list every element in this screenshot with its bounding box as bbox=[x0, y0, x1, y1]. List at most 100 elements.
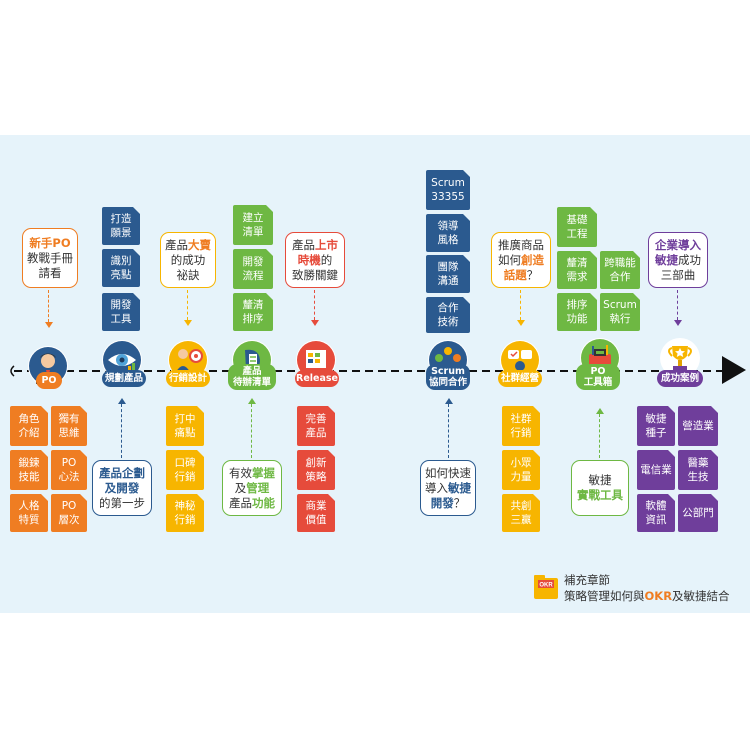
callout-highlight: 開發 bbox=[430, 495, 454, 510]
callout-text: 如何快速 bbox=[425, 465, 471, 480]
topic-box: 識別亮點 bbox=[102, 249, 140, 287]
node-label-plan: 規劃產品 bbox=[102, 370, 146, 387]
callout-text: 新手PO bbox=[29, 235, 71, 250]
callout-text: 產品 bbox=[229, 495, 252, 510]
topic-box: 神秘行銷 bbox=[166, 494, 204, 532]
connector-line bbox=[677, 290, 678, 320]
callout-text: 產品 bbox=[292, 237, 315, 252]
arrow-down-icon bbox=[674, 320, 682, 326]
arrow-down-icon bbox=[45, 322, 53, 328]
arrow-down-icon bbox=[184, 320, 192, 326]
topic-box: 共創三贏 bbox=[502, 494, 540, 532]
connector-line bbox=[599, 414, 600, 458]
timeline-arrow-icon bbox=[722, 356, 746, 384]
topic-box: 打造願景 bbox=[102, 207, 140, 245]
okr-folder-icon: OKR bbox=[534, 575, 558, 599]
callout-text: ？ bbox=[453, 495, 466, 510]
topic-box: 敏捷種子 bbox=[637, 406, 675, 446]
topic-box: 商業價值 bbox=[297, 494, 335, 532]
node-label-po: PO bbox=[36, 372, 62, 389]
vision-eye-icon bbox=[103, 341, 141, 379]
connector-line bbox=[121, 404, 122, 458]
node-label-success: 成功案例 bbox=[657, 370, 703, 387]
callout-text: 教戰手冊 bbox=[27, 250, 73, 265]
okr-badge-text: OKR bbox=[539, 583, 553, 589]
supplement-highlight: OKR bbox=[644, 589, 673, 603]
topic-box: PO層次 bbox=[51, 494, 87, 532]
topic-box: 營造業 bbox=[678, 406, 718, 446]
topic-box: 合作技術 bbox=[426, 297, 470, 333]
arrow-down-icon bbox=[311, 320, 319, 326]
topic-box: 團隊溝通 bbox=[426, 255, 470, 293]
callout-text: 請看 bbox=[38, 265, 62, 280]
topic-box: 基礎工程 bbox=[557, 207, 597, 247]
callout-highlight: 及開發 bbox=[104, 480, 140, 495]
arrow-up-icon bbox=[596, 408, 604, 414]
callout-text: ？ bbox=[526, 267, 539, 282]
node-label-backlog: 產品待辦清單 bbox=[228, 364, 276, 390]
callout-highlight: 管理 bbox=[246, 480, 270, 495]
topic-box: 建立清單 bbox=[233, 205, 273, 245]
arrow-up-icon bbox=[445, 398, 453, 404]
callout-highlight: 功能 bbox=[252, 495, 275, 510]
callout-text: 的第一步 bbox=[99, 495, 145, 510]
topic-box: 創新策略 bbox=[297, 450, 335, 490]
callout-big-sale: 產品大賣 的成功 祕訣 bbox=[160, 232, 216, 288]
callout-highlight: 話題 bbox=[503, 267, 527, 282]
callout-promote-topic: 推廣商品 如何創造 話題？ bbox=[491, 232, 551, 288]
topic-box: 電信業 bbox=[637, 450, 675, 490]
topic-box: 完善產品 bbox=[297, 406, 335, 446]
callout-highlight: 創造 bbox=[521, 252, 544, 267]
node-label-marketing: 行銷設計 bbox=[166, 370, 210, 387]
callout-agile-adoption: 如何快速 導入敏捷 開發？ bbox=[420, 460, 476, 516]
topic-box: 打中痛點 bbox=[166, 406, 204, 446]
node-label-release: Release bbox=[295, 370, 339, 387]
connector-line bbox=[251, 404, 252, 458]
callout-text: 致勝關鍵 bbox=[292, 267, 338, 282]
topic-box: Scrum執行 bbox=[600, 293, 640, 331]
topic-box: 口碑行銷 bbox=[166, 450, 204, 490]
callout-text: 有效 bbox=[229, 465, 252, 480]
callout-practical-tools: 敏捷 實戰工具 bbox=[571, 460, 629, 516]
topic-box: PO心法 bbox=[51, 450, 87, 490]
callout-text: 的 bbox=[320, 252, 333, 267]
arrow-down-icon bbox=[517, 320, 525, 326]
arrow-up-icon bbox=[118, 398, 126, 404]
callout-enterprise: 企業導入 敏捷成功 三部曲 bbox=[648, 232, 708, 288]
calendar-board-icon bbox=[297, 341, 335, 379]
connector-line bbox=[187, 290, 188, 320]
social-media-icon bbox=[501, 341, 539, 379]
topic-box: 獨有思維 bbox=[51, 406, 87, 446]
topic-box: 開發流程 bbox=[233, 249, 273, 289]
supplement-text: 策略管理如何與 bbox=[564, 589, 645, 603]
callout-planning: 產品企劃 及開發 的第一步 bbox=[92, 460, 152, 516]
callout-highlight: 敏捷 bbox=[448, 480, 471, 495]
supplement-text: 及敏捷結合 bbox=[672, 589, 730, 603]
topic-box: 軟體資訊 bbox=[637, 494, 675, 532]
connector-line bbox=[48, 290, 49, 322]
callout-text: 推廣商品 bbox=[498, 237, 544, 252]
callout-highlight: 產品企劃 bbox=[99, 465, 145, 480]
callout-text: 產品 bbox=[165, 237, 188, 252]
callout-text: 的成功 bbox=[170, 252, 206, 267]
callout-new-po: 新手PO 教戰手冊 請看 bbox=[22, 228, 78, 288]
topic-box: 社群行銷 bbox=[502, 406, 540, 446]
topic-box: 鍛鍊技能 bbox=[10, 450, 48, 490]
connector-line bbox=[314, 290, 315, 320]
callout-highlight: 敏捷 bbox=[655, 252, 678, 267]
callout-launch-timing: 產品上市 時機的 致勝關鍵 bbox=[285, 232, 345, 288]
topic-box: 人格特質 bbox=[10, 494, 48, 532]
topic-box: Scrum 33355 bbox=[426, 170, 470, 210]
callout-manage-features: 有效掌握 及管理 產品功能 bbox=[222, 460, 282, 516]
callout-text: 成功 bbox=[678, 252, 701, 267]
callout-text: 三部曲 bbox=[660, 267, 696, 282]
callout-highlight: 掌握 bbox=[252, 465, 275, 480]
topic-box: 排序功能 bbox=[557, 293, 597, 331]
connector-line bbox=[520, 290, 521, 320]
callout-text: 如何 bbox=[498, 252, 521, 267]
node-label-social: 社群經營 bbox=[498, 370, 542, 387]
trophy-icon bbox=[661, 339, 699, 377]
callout-text: 導入 bbox=[425, 480, 448, 495]
